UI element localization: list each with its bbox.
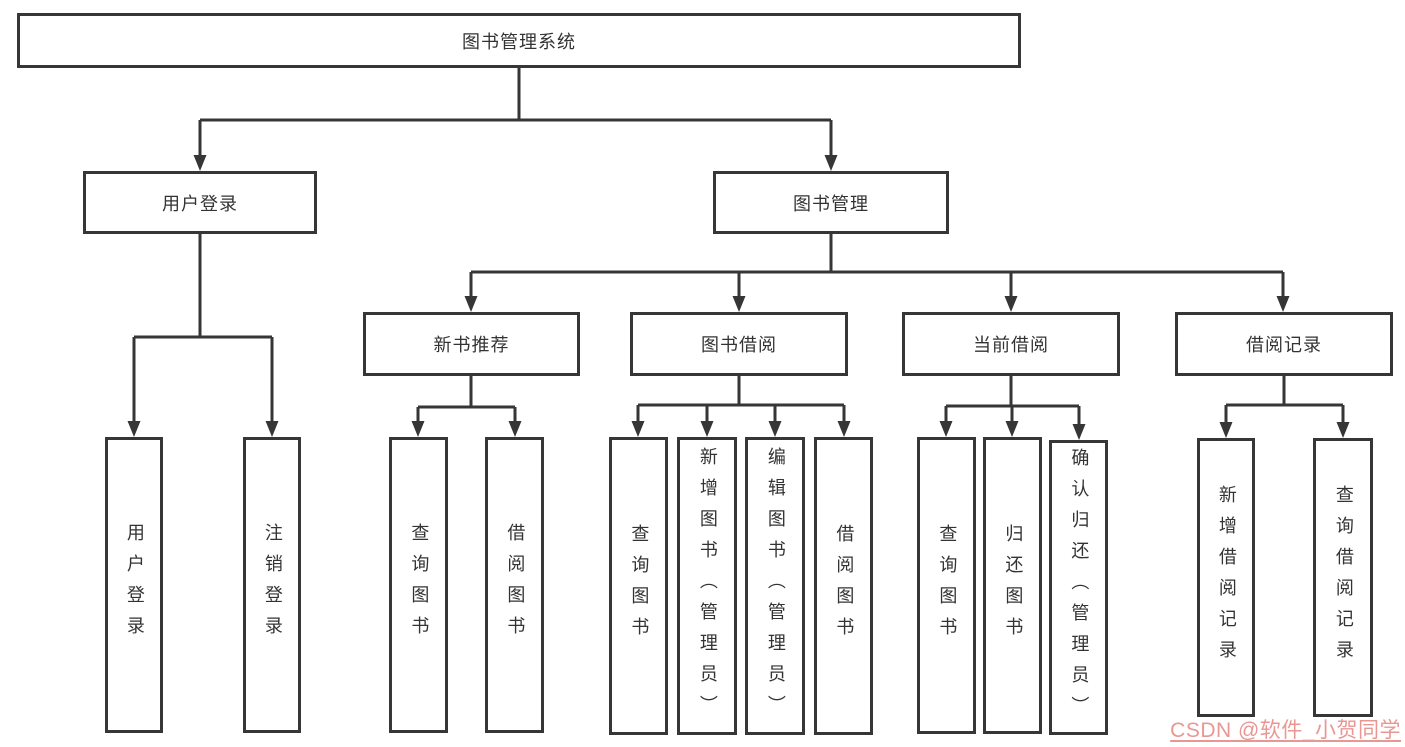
leaf-add-book-admin: 新增图书（管理员）	[677, 437, 737, 735]
leaf-label: 新增图书（管理员）	[697, 446, 718, 726]
leaf-label: 查询图书	[937, 523, 958, 648]
leaf-add-borrow-record: 新增借阅记录	[1197, 438, 1255, 717]
leaf-label: 借阅图书	[505, 523, 526, 647]
node-book-borrow: 图书借阅	[630, 312, 848, 376]
node-label: 图书借阅	[701, 335, 777, 355]
node-label: 新书推荐	[433, 335, 510, 355]
leaf-label: 新增借阅记录	[1216, 484, 1237, 671]
leaf-query-books-borrow: 查询图书	[609, 437, 668, 735]
node-label: 图书管理系统	[462, 31, 576, 52]
leaf-label: 查询图书	[409, 523, 430, 647]
node-label: 用户登录	[162, 193, 238, 214]
leaf-label: 注销登录	[262, 523, 283, 647]
node-current-borrow: 当前借阅	[902, 312, 1120, 376]
leaf-query-books-current: 查询图书	[917, 437, 976, 734]
leaf-borrow-books: 借阅图书	[814, 437, 873, 735]
node-label: 当前借阅	[973, 335, 1049, 355]
leaf-logout-login: 注销登录	[243, 437, 301, 733]
leaf-label: 查询图书	[629, 524, 650, 648]
leaf-return-books: 归还图书	[983, 437, 1042, 734]
node-borrow-records: 借阅记录	[1175, 312, 1393, 376]
leaf-borrow-books-recommend: 借阅图书	[485, 437, 544, 733]
leaf-query-borrow-record: 查询借阅记录	[1313, 438, 1373, 717]
leaf-label: 归还图书	[1003, 523, 1024, 648]
leaf-user-login: 用户登录	[105, 437, 163, 733]
leaf-label: 查询借阅记录	[1333, 484, 1354, 671]
leaf-label: 确认归还（管理员）	[1069, 448, 1090, 727]
leaf-confirm-return-admin: 确认归还（管理员）	[1049, 440, 1108, 735]
node-book-management: 图书管理	[713, 171, 949, 234]
node-user-login: 用户登录	[83, 171, 317, 234]
leaf-label: 借阅图书	[834, 524, 855, 648]
leaf-edit-book-admin: 编辑图书（管理员）	[745, 437, 805, 735]
node-library-management-system: 图书管理系统	[17, 13, 1021, 68]
leaf-label: 编辑图书（管理员）	[765, 446, 786, 726]
node-label: 借阅记录	[1246, 335, 1322, 355]
node-label: 图书管理	[793, 193, 869, 214]
leaf-query-books-recommend: 查询图书	[389, 437, 448, 733]
csdn-watermark: CSDN @软件_小贺同学	[1170, 719, 1401, 742]
node-new-book-recommend: 新书推荐	[363, 312, 580, 376]
leaf-label: 用户登录	[124, 523, 145, 647]
